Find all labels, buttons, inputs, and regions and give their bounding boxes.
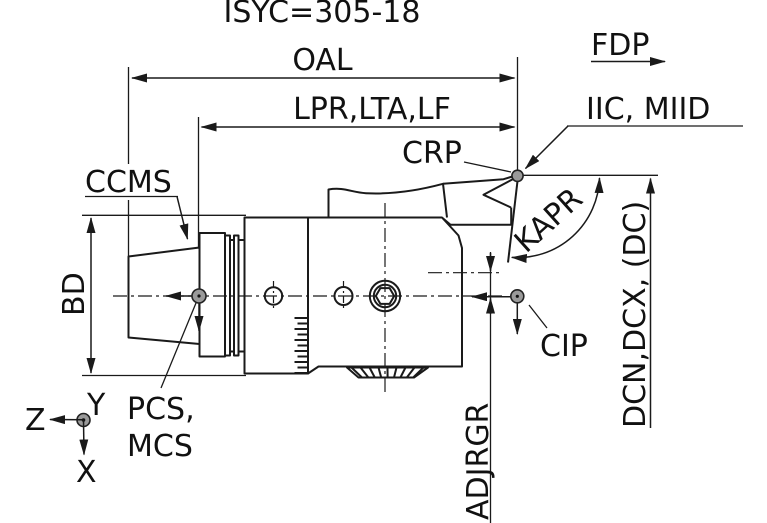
screw-outer — [368, 279, 402, 313]
ccms-label: CCMS — [85, 165, 172, 200]
serration-scale — [294, 317, 308, 374]
crp-leader — [463, 161, 512, 173]
lpr-label: LPR,LTA,LF — [293, 92, 451, 127]
oal-label: OAL — [292, 43, 353, 78]
hole-2 — [333, 286, 354, 306]
ccms-leader — [176, 196, 189, 240]
reference-points — [191, 169, 525, 304]
cutting-edge — [507, 180, 519, 263]
iic-miid-label: IIC, MIID — [586, 92, 710, 127]
screw-inner — [372, 283, 398, 309]
bd-label: BD — [57, 272, 92, 316]
knurl — [346, 366, 429, 379]
z-axis-label: Z — [25, 403, 46, 438]
x-axis-arrow — [79, 419, 89, 456]
cutting-head — [441, 175, 519, 263]
coordinate-system — [49, 412, 91, 456]
kapr-angle-arc — [510, 177, 604, 263]
hole-1 — [263, 286, 284, 306]
tool-block — [307, 216, 463, 375]
screw-hex-socket — [374, 287, 396, 305]
crp-label: CRP — [402, 136, 462, 171]
tool-holder-body — [113, 175, 519, 392]
crp-point-marker — [511, 169, 524, 183]
cip-leader — [528, 304, 548, 329]
adjrgr-label: ADJRGR — [461, 403, 496, 520]
pcs-label-line2: MCS — [127, 429, 193, 464]
y-axis-label: Y — [86, 388, 106, 423]
clamp-block — [327, 182, 448, 218]
pcs-leader — [160, 302, 197, 389]
insert — [482, 176, 517, 209]
x-axis-label: X — [76, 455, 97, 490]
drawing-title: ISYC=305-18 — [224, 0, 421, 30]
pcs-label-line1: PCS, — [127, 392, 195, 427]
cip-label: CIP — [540, 329, 588, 364]
fdp-label: FDP — [591, 28, 649, 63]
iic-leader — [524, 125, 569, 170]
dcn-label: DCN,DCX, (DC) — [618, 201, 653, 428]
kapr-label: KAPR — [508, 181, 590, 260]
